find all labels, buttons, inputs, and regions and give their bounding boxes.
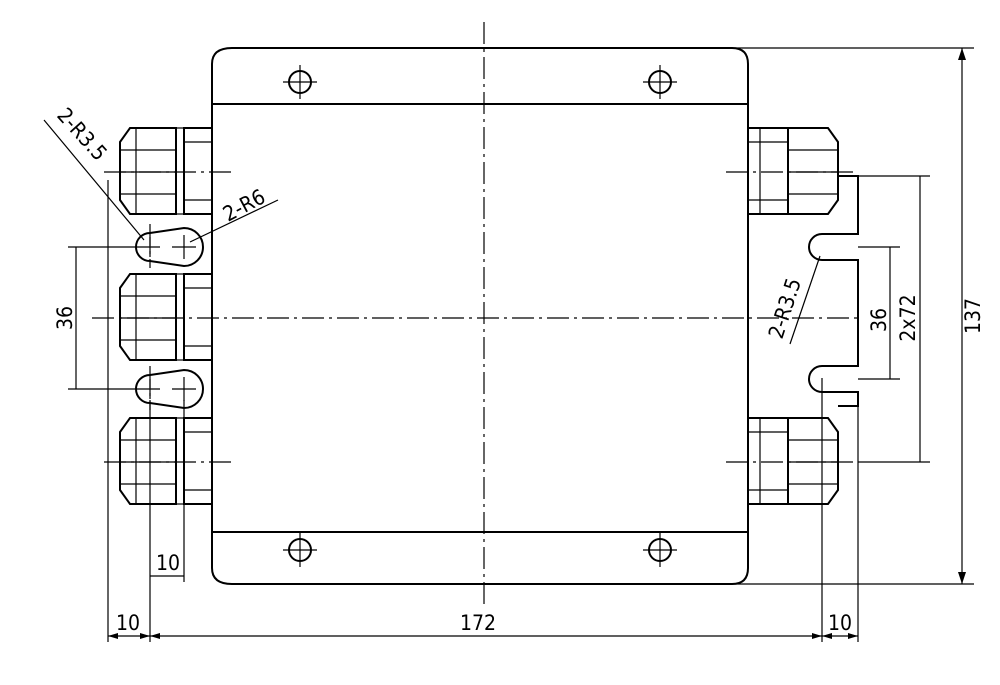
- dim-mount-spacing: 2x72: [896, 294, 920, 341]
- dimension-labels: 137 2x72 36 36 172 10 10 10 2-R3.5 2-R6 …: [52, 103, 985, 635]
- mounting-plate: [211, 47, 749, 585]
- screw-icon: [643, 533, 677, 567]
- callout-left-hole: 2-R6: [219, 185, 269, 227]
- cable-gland: [748, 417, 839, 505]
- dim-body-width: 172: [460, 611, 496, 635]
- dim-overall-height: 137: [961, 298, 985, 334]
- dim-slot-spacing-right: 36: [867, 308, 891, 332]
- dim-right-offset: 10: [828, 611, 852, 635]
- cable-gland: [119, 127, 212, 215]
- callout-right-radius: 2-R3.5: [764, 275, 806, 341]
- screw-icon: [283, 533, 317, 567]
- cable-glands-left: [119, 127, 212, 505]
- cable-gland: [119, 417, 212, 505]
- dimension-lines: [43, 47, 974, 642]
- cable-gland: [748, 127, 839, 215]
- screw-icon: [643, 65, 677, 99]
- dim-slot-spacing-left: 36: [53, 306, 77, 330]
- screw-icons: [283, 65, 677, 567]
- mounting-tab-right: [808, 175, 859, 407]
- centerlines: [92, 22, 862, 606]
- dim-gland-offset: 10: [156, 551, 180, 575]
- cable-gland: [119, 273, 212, 361]
- callout-left-radius: 2-R3.5: [52, 103, 111, 165]
- dim-left-offset: 10: [116, 611, 140, 635]
- screw-icon: [283, 65, 317, 99]
